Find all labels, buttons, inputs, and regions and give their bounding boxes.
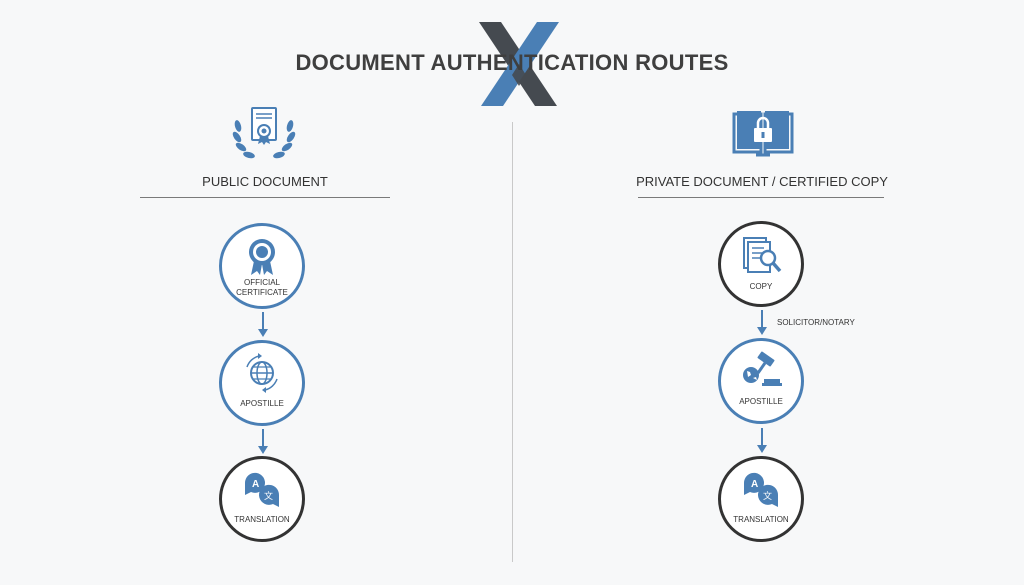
step-apostille-right: APOSTILLE bbox=[718, 338, 804, 424]
step-apostille-left: APOSTILLE bbox=[219, 340, 305, 426]
svg-text:文: 文 bbox=[264, 490, 273, 502]
flow-arrow bbox=[757, 310, 767, 335]
laurel-certificate-icon bbox=[232, 107, 296, 159]
gavel-globe-icon bbox=[743, 351, 782, 386]
left-heading-rule bbox=[140, 197, 390, 198]
step-copy: COPY bbox=[718, 221, 804, 307]
step-label: OFFICIAL CERTIFICATE bbox=[236, 278, 288, 297]
x-logo-icon bbox=[479, 22, 559, 106]
left-column-heading: PUBLIC DOCUMENT bbox=[202, 174, 328, 189]
step-label: APOSTILLE bbox=[240, 399, 284, 408]
globe-arrows-icon bbox=[246, 353, 278, 393]
step-translation-left: A 文 TRANSLATION bbox=[219, 456, 305, 542]
step-label: COPY bbox=[749, 282, 773, 291]
translation-bubbles-icon: A 文 bbox=[244, 472, 280, 507]
document-magnifier-icon bbox=[743, 237, 782, 273]
connector-note: SOLICITOR/NOTARY bbox=[777, 318, 855, 327]
page-title: DOCUMENT AUTHENTICATION ROUTES bbox=[295, 50, 729, 75]
translation-bubbles-icon: A 文 bbox=[743, 472, 779, 507]
step-label: TRANSLATION bbox=[234, 515, 290, 524]
step-translation-right: A 文 TRANSLATION bbox=[718, 456, 804, 542]
svg-text:A: A bbox=[252, 479, 259, 490]
center-divider bbox=[512, 122, 513, 562]
right-column-heading: PRIVATE DOCUMENT / CERTIFIED COPY bbox=[636, 174, 888, 189]
book-lock-icon bbox=[732, 111, 794, 157]
step-label: APOSTILLE bbox=[739, 397, 783, 406]
right-heading-rule bbox=[638, 197, 884, 198]
rosette-icon bbox=[249, 239, 275, 275]
flow-arrow bbox=[757, 428, 767, 453]
flow-arrow bbox=[258, 312, 268, 337]
svg-text:A: A bbox=[751, 479, 758, 490]
step-official-certificate: OFFICIAL CERTIFICATE bbox=[219, 223, 305, 309]
flow-arrow bbox=[258, 429, 268, 454]
svg-text:文: 文 bbox=[763, 490, 772, 502]
step-label: TRANSLATION bbox=[733, 515, 789, 524]
